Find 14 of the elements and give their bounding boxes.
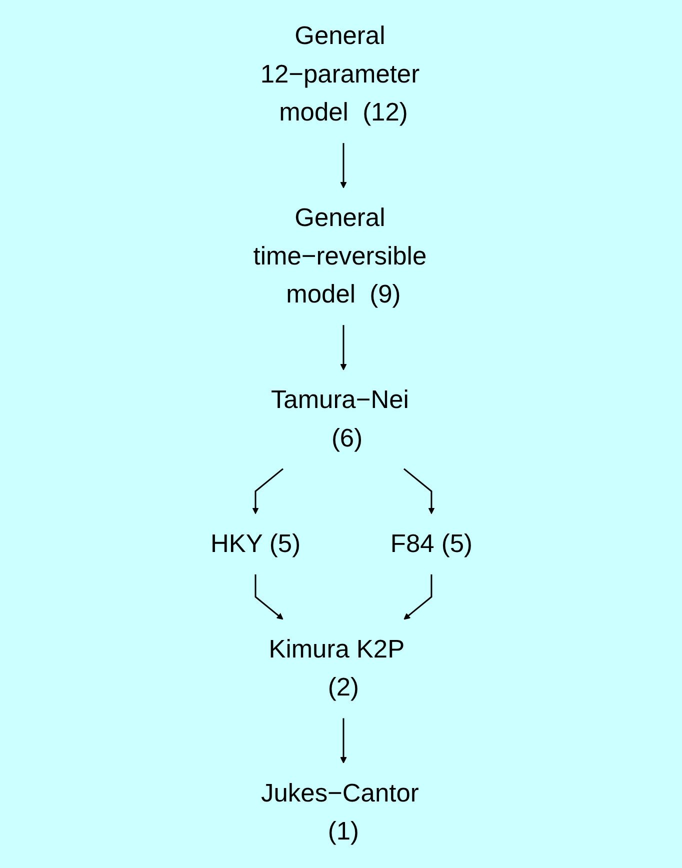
arrow: [403, 468, 434, 514]
node-text: Kimura K2P (2): [268, 635, 404, 702]
arrow: [252, 468, 283, 514]
arrow: [403, 574, 432, 620]
arrow: [340, 143, 346, 188]
node-text: General 12−parameter model (12): [260, 22, 420, 127]
node-text: Tamura−Nei (6): [270, 386, 408, 452]
arrow: [254, 574, 283, 620]
node-text: General time−reversible model (9): [252, 204, 426, 309]
node-text: F84 (5): [390, 529, 472, 558]
node-text: Jukes−Cantor (1): [260, 778, 418, 846]
arrow: [340, 325, 346, 370]
node-text: HKY (5): [210, 529, 300, 558]
arrow: [340, 718, 346, 764]
